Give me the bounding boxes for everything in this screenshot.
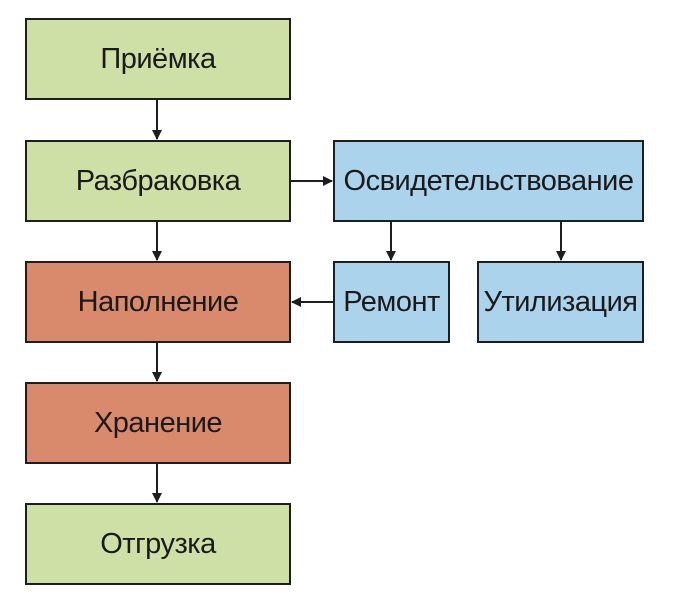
node-otgruzka-label: Отгрузка — [100, 527, 216, 560]
node-utilizacia-label: Утилизация — [483, 285, 638, 318]
node-osvidetelstvovanie-label: Освидетельствование — [343, 164, 634, 197]
node-utilizacia: Утилизация — [477, 261, 644, 343]
node-remont: Ремонт — [333, 261, 450, 343]
node-osvidetelstvovanie: Освидетельствование — [333, 140, 644, 222]
node-otgruzka: Отгрузка — [25, 503, 291, 585]
node-napolnenie-label: Наполнение — [77, 285, 239, 318]
node-hranenie-label: Хранение — [93, 406, 223, 439]
node-hranenie: Хранение — [25, 382, 291, 464]
node-razbrakovka-label: Разбраковка — [75, 164, 241, 197]
node-priemka: Приёмка — [25, 18, 291, 100]
node-napolnenie: Наполнение — [25, 261, 291, 343]
node-remont-label: Ремонт — [343, 285, 440, 318]
node-razbrakovka: Разбраковка — [25, 140, 291, 222]
node-priemka-label: Приёмка — [100, 42, 216, 75]
